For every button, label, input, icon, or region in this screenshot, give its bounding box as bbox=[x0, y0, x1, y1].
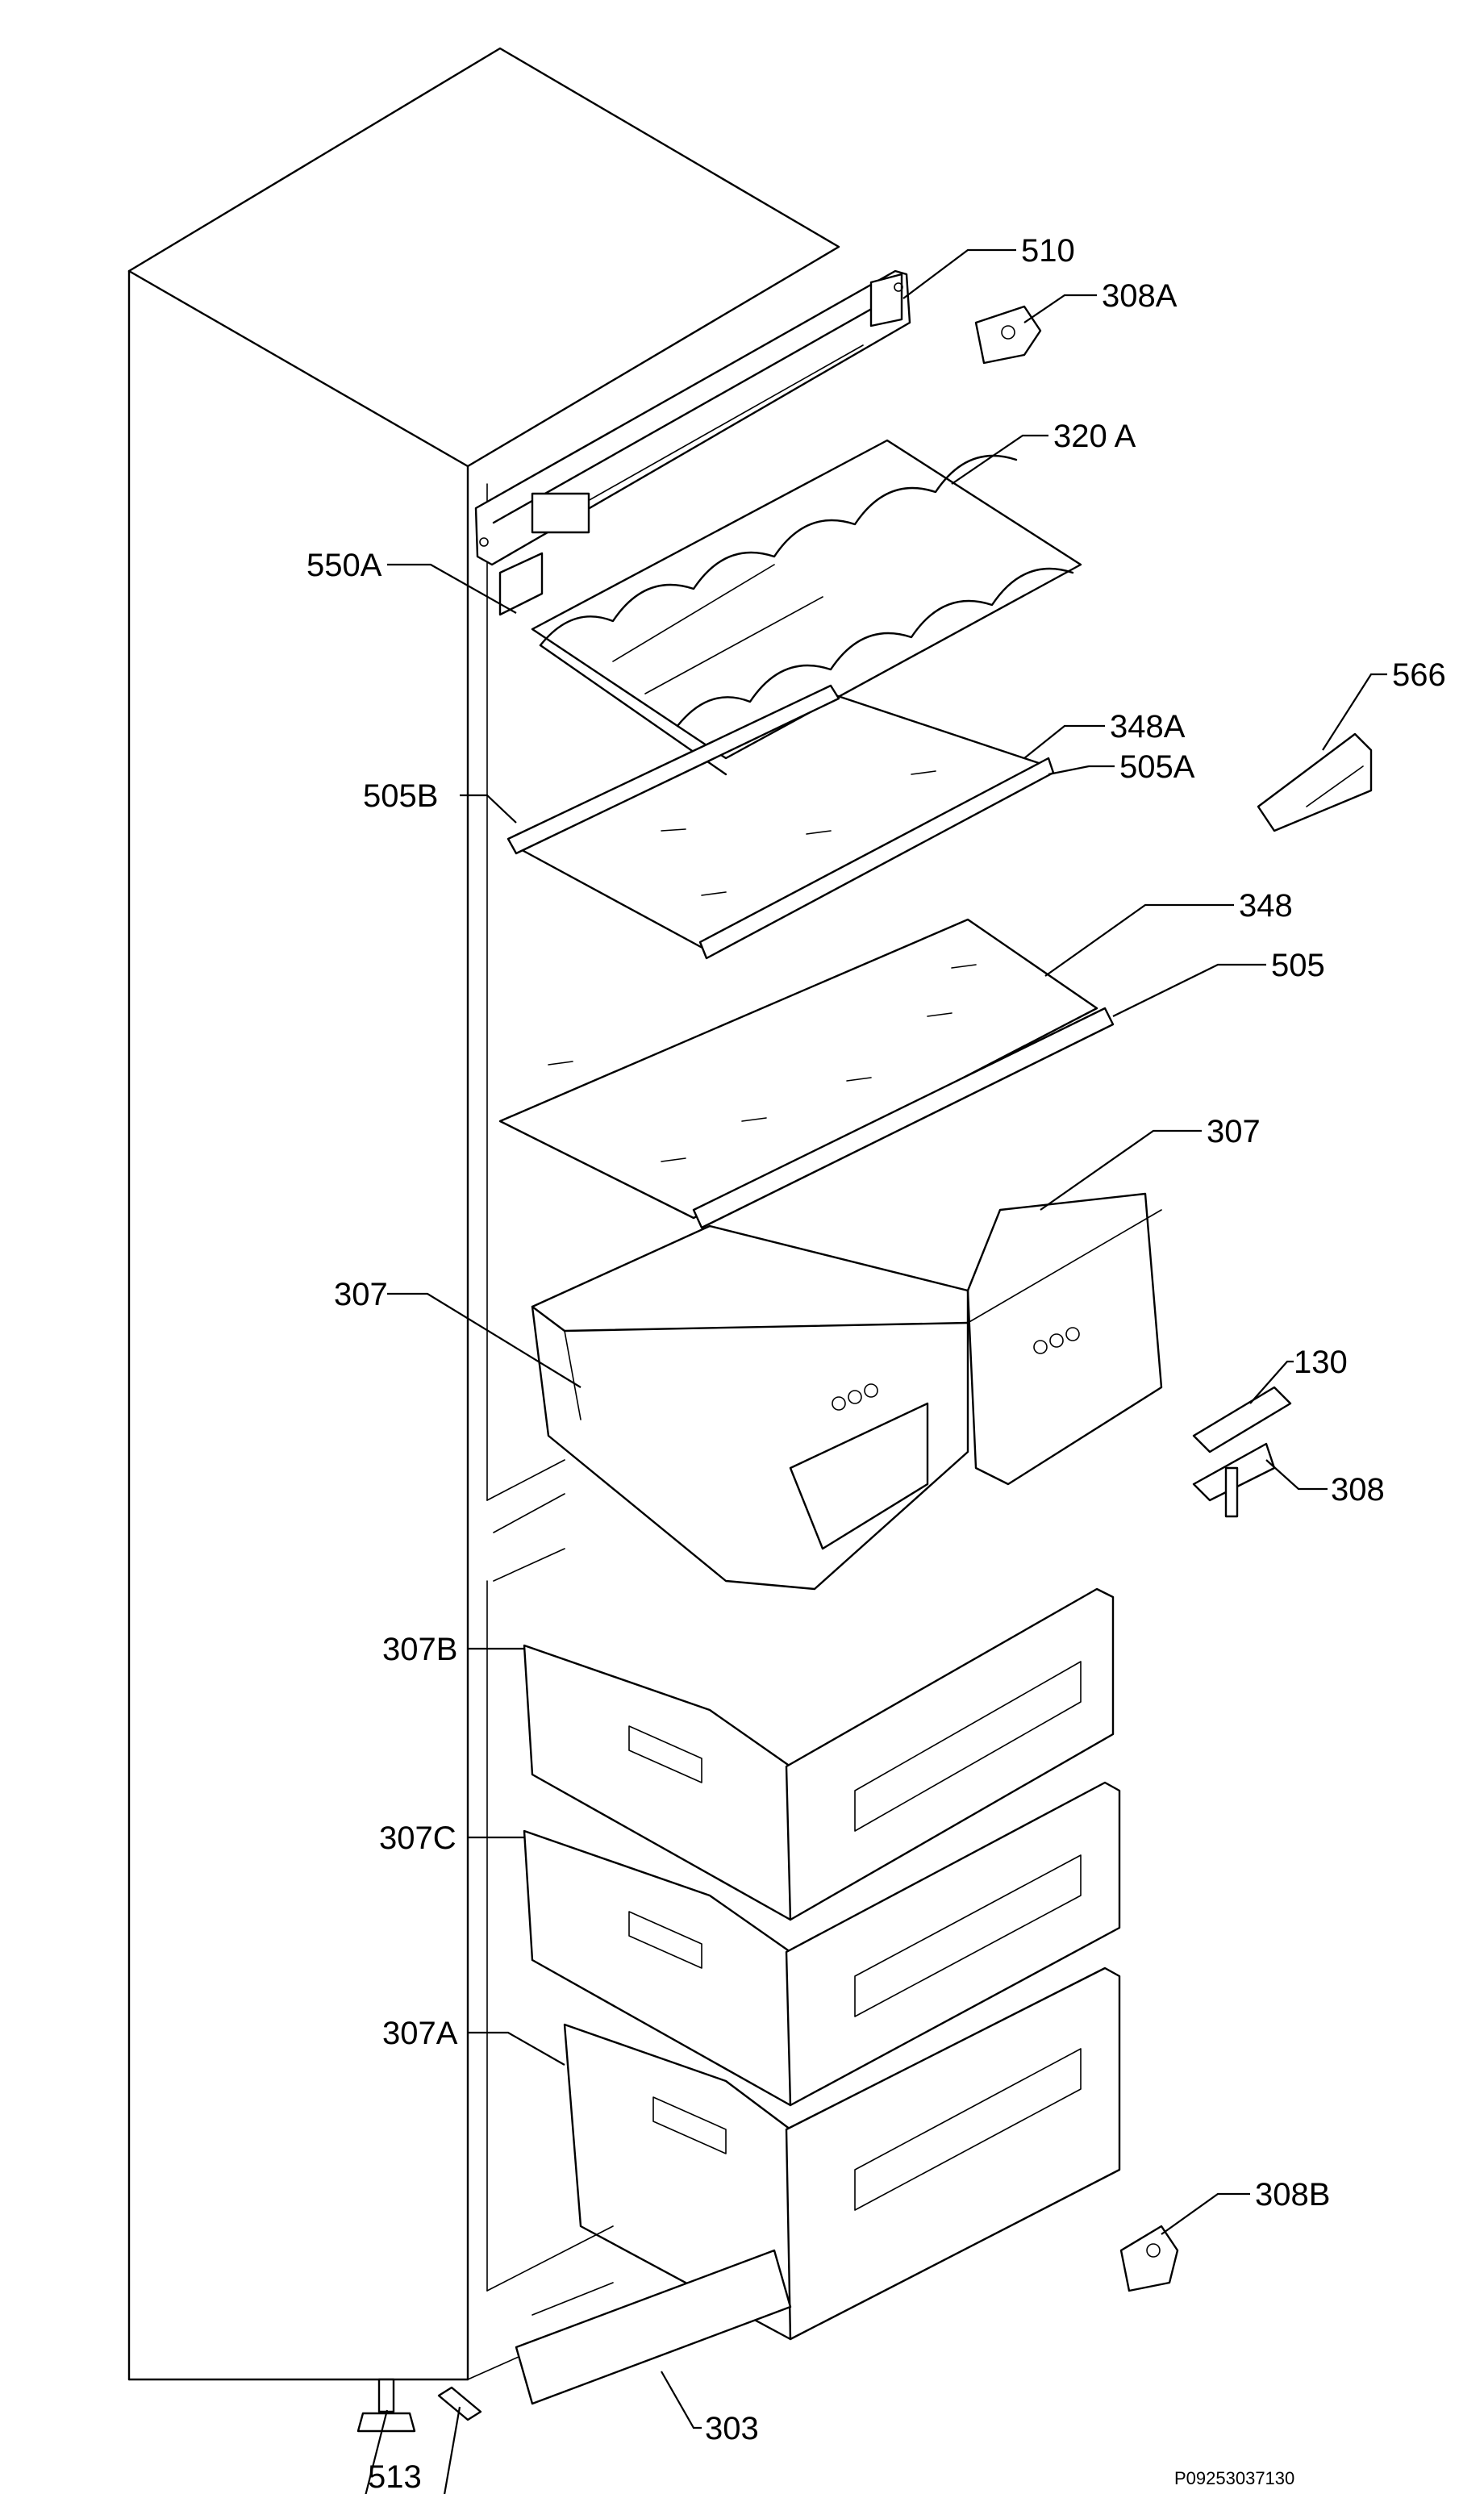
part-307B-freezer-drawer bbox=[523, 1587, 1115, 1921]
part-330-adjustable-foot bbox=[356, 2378, 416, 2433]
part-307-right-crisper bbox=[966, 1192, 1163, 1486]
part-348A-glass-shelf bbox=[506, 684, 1055, 960]
part-348-glass-shelf bbox=[498, 918, 1115, 1229]
label-348A: 348A bbox=[1110, 709, 1186, 744]
part-307-left-crisper bbox=[531, 1224, 969, 1591]
part-130-308-hinge-assembly bbox=[1192, 1386, 1292, 1518]
part-303-plinth bbox=[515, 2249, 792, 2405]
label-308B: 308B bbox=[1255, 2177, 1330, 2212]
label-505B: 505B bbox=[363, 778, 438, 814]
part-308A-hinge bbox=[974, 305, 1042, 365]
label-505A: 505A bbox=[1119, 749, 1195, 785]
label-308: 308 bbox=[1331, 1472, 1385, 1508]
part-307C-freezer-drawer bbox=[523, 1781, 1121, 2107]
part-566-bracket bbox=[1257, 732, 1373, 832]
label-307-left: 307 bbox=[334, 1277, 388, 1312]
label-307B: 307B bbox=[382, 1632, 457, 1667]
part-513-clip bbox=[437, 2386, 482, 2421]
label-308A: 308A bbox=[1102, 278, 1178, 314]
part-308B-hinge bbox=[1119, 2225, 1179, 2292]
part-550A-label bbox=[498, 552, 544, 616]
label-320A: 320 A bbox=[1053, 419, 1136, 454]
label-307C: 307C bbox=[379, 1820, 456, 1856]
part-510-control-panel bbox=[474, 269, 911, 566]
label-550A: 550A bbox=[306, 548, 382, 583]
label-510: 510 bbox=[1021, 233, 1075, 269]
leader-lines bbox=[365, 248, 1387, 2494]
part-320A-wine-rack bbox=[531, 439, 1082, 776]
cabinet bbox=[127, 47, 840, 2381]
label-307-right: 307 bbox=[1207, 1114, 1261, 1149]
label-130: 130 bbox=[1294, 1345, 1348, 1380]
part-labels: 510 308A 320 A 550A 566 348A 505A 505B 3… bbox=[271, 233, 1446, 2494]
label-330: 330 bbox=[271, 2488, 325, 2494]
drawing-code: P09253037130 bbox=[1174, 2468, 1294, 2488]
label-505: 505 bbox=[1271, 948, 1325, 983]
label-303: 303 bbox=[705, 2411, 759, 2446]
label-307A: 307A bbox=[382, 2016, 458, 2051]
label-566: 566 bbox=[1392, 657, 1446, 693]
label-348: 348 bbox=[1239, 888, 1293, 924]
label-513: 513 bbox=[368, 2459, 422, 2494]
